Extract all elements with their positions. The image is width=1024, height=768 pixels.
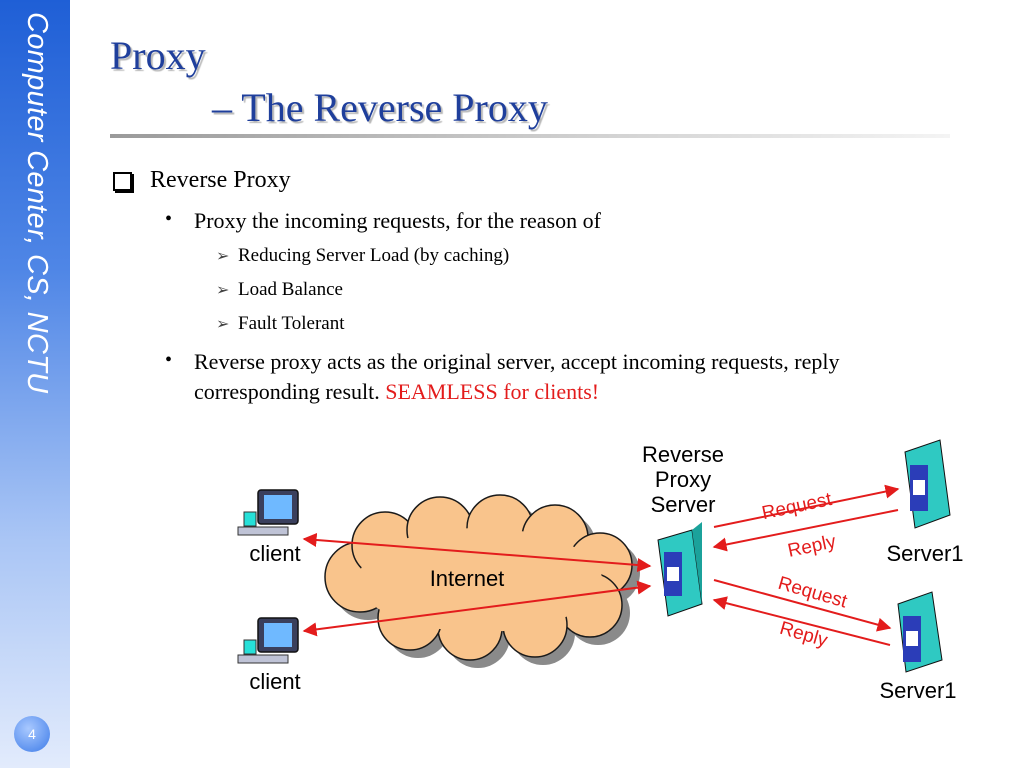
- client-bottom-arrow: [302, 580, 652, 637]
- arrow-bullet-icon: ➢: [216, 246, 230, 265]
- sub-bullet-2: Load Balance: [238, 279, 343, 300]
- reply-top-arrow: [712, 509, 899, 552]
- seamless-highlight: SEAMLESS for clients!: [385, 379, 600, 404]
- reply-top-label: Reply: [786, 531, 838, 562]
- slide-subtitle: – The Reverse Proxy: [212, 85, 548, 130]
- sidebar: Computer Center, CS, NCTU 4: [0, 0, 70, 768]
- sub-bullet-3: Fault Tolerant: [238, 313, 345, 334]
- request-top-label: Request: [760, 489, 834, 524]
- proxy-label-line1: Reverse: [642, 442, 724, 467]
- client-computer-icon: [237, 617, 299, 664]
- request-bottom-arrow: [713, 579, 892, 632]
- client-label-bottom: client: [249, 669, 300, 694]
- client-label-top: client: [249, 541, 300, 566]
- arrow-bullet-icon: ➢: [216, 280, 230, 299]
- server-label-bottom: Server1: [879, 678, 956, 703]
- request-top-arrow: [713, 484, 900, 528]
- page-number-badge: 4: [14, 716, 50, 752]
- internet-label: Internet: [430, 566, 505, 591]
- checkbox-bullet-icon: [113, 172, 132, 191]
- bullet-dot-icon: •: [165, 208, 173, 230]
- server-icon: [904, 439, 951, 529]
- server-icon: [897, 591, 943, 673]
- client-top-arrow: [302, 533, 652, 572]
- proxy-label-line3: Server: [651, 492, 716, 517]
- reply-bottom-label: Reply: [777, 618, 830, 652]
- reply-bottom-arrow: [712, 596, 891, 646]
- bullet-item-2-line1: Reverse proxy acts as the original serve…: [194, 349, 840, 374]
- sidebar-org-text: Computer Center, CS, NCTU: [21, 12, 53, 394]
- proxy-server-icon: [657, 522, 703, 617]
- sub-bullet-1: Reducing Server Load (by caching): [238, 245, 510, 266]
- server-label-top: Server1: [886, 541, 963, 566]
- bullet-item-1: Proxy the incoming requests, for the rea…: [194, 208, 601, 233]
- slide-title: Proxy: [110, 33, 206, 78]
- arrow-bullet-icon: ➢: [216, 314, 230, 333]
- bullet-dot-icon: •: [165, 349, 173, 371]
- bullet-item-2-line2: corresponding result. SEAMLESS for clien…: [194, 379, 600, 404]
- title-divider: [110, 134, 950, 138]
- proxy-label-line2: Proxy: [655, 467, 711, 492]
- bullet-level1: Reverse Proxy: [150, 167, 291, 193]
- client-computer-icon: [237, 489, 299, 536]
